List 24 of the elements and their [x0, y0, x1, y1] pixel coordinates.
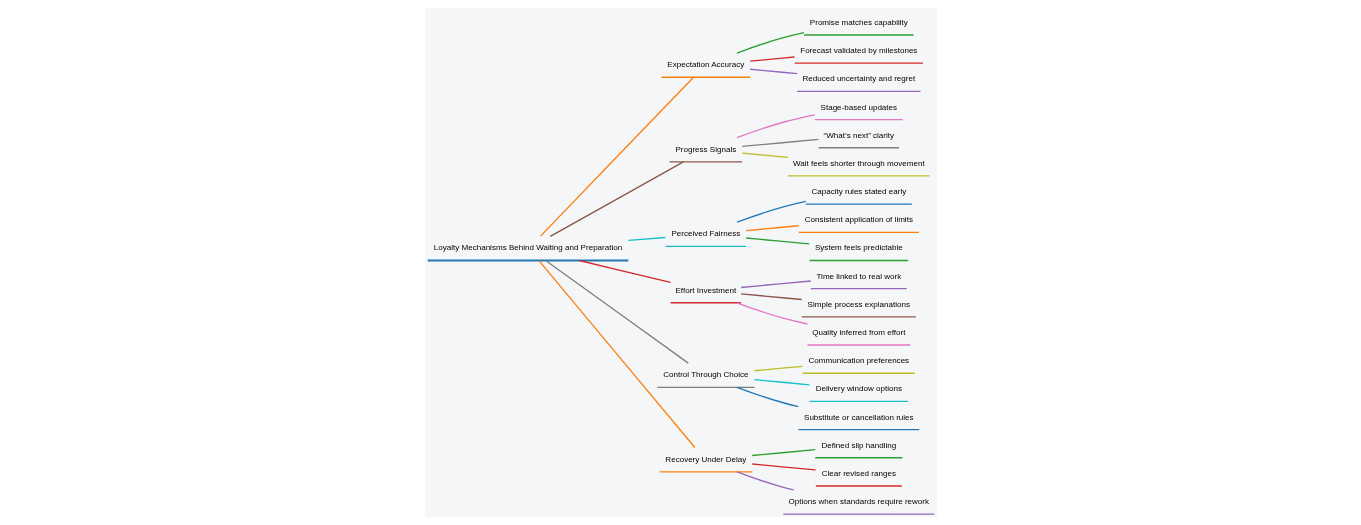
connector: [753, 365, 803, 372]
connector: [549, 161, 684, 237]
connector: [751, 463, 816, 471]
connector: [739, 293, 802, 301]
connector: [749, 68, 798, 75]
connector: [735, 386, 799, 408]
connector: [578, 259, 671, 284]
connector: [735, 471, 794, 491]
connector: [744, 225, 799, 232]
connector: [735, 302, 808, 325]
connector: [753, 379, 810, 386]
connector: [539, 76, 694, 237]
connector: [544, 259, 689, 364]
connector: [739, 280, 811, 289]
connector: [749, 56, 795, 62]
connector: [735, 200, 806, 223]
connector: [537, 260, 696, 449]
connector: [735, 114, 815, 139]
connector: [744, 237, 810, 245]
connector: [735, 31, 805, 54]
connector: [741, 152, 788, 158]
connector: [741, 138, 819, 148]
connector: [627, 236, 666, 242]
connector: [751, 449, 816, 457]
